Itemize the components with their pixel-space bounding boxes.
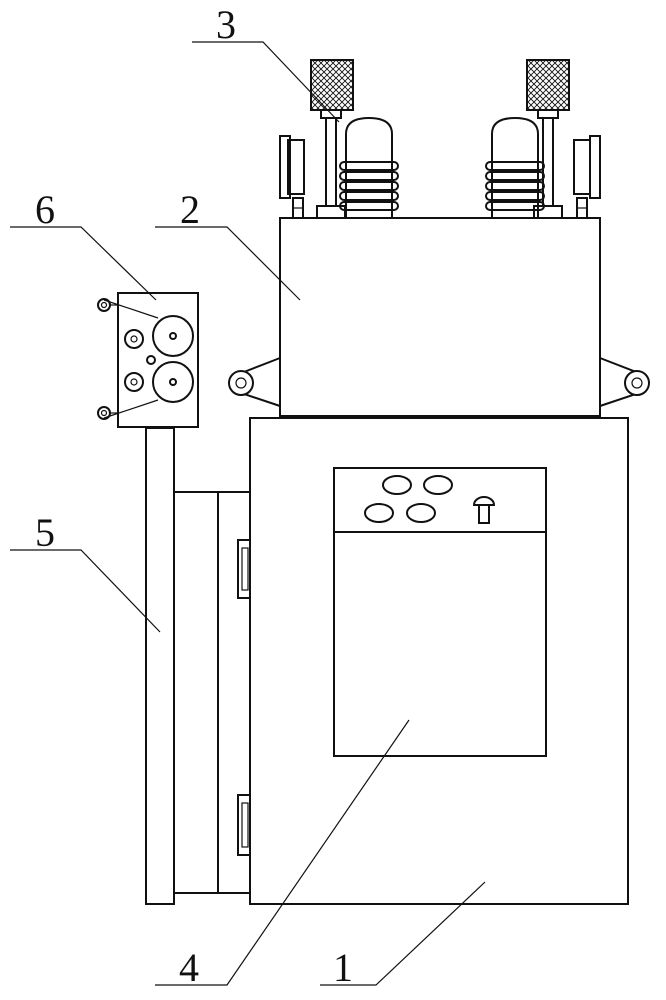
upper-hinge	[237, 539, 251, 599]
label-3: 3	[216, 2, 236, 47]
upper-housing	[228, 217, 650, 417]
right-spring-bushing	[485, 116, 545, 218]
roller-guide-box	[97, 292, 199, 428]
left-side-bracket	[279, 135, 305, 219]
front-panel-door	[333, 467, 547, 757]
label-2: 2	[180, 187, 200, 232]
lower-hinge	[237, 794, 251, 856]
left-spring-bushing	[339, 116, 399, 218]
lower-roller	[152, 361, 194, 403]
right-side-bracket	[573, 135, 601, 219]
leader-6	[10, 226, 157, 301]
indicator-lamp	[406, 503, 436, 523]
label-1: 1	[333, 945, 353, 990]
right-lifting-lug	[599, 357, 650, 407]
left-lifting-lug	[228, 357, 281, 407]
indicator-lamp	[364, 503, 394, 523]
left-hatched-knob	[310, 59, 354, 219]
leader-5	[10, 549, 161, 633]
key-switch	[472, 496, 496, 524]
leader-lines	[10, 41, 486, 986]
leader-4	[155, 719, 410, 986]
upper-roller	[152, 315, 194, 357]
small-roller	[124, 329, 144, 349]
indicator-lamp	[382, 475, 412, 495]
labels: 3 2 6 5 4 1	[35, 2, 353, 990]
top-terminal-assembly	[279, 59, 601, 219]
cabinet-body	[174, 417, 629, 905]
leader-2	[155, 226, 301, 301]
support-column	[145, 427, 175, 905]
label-4: 4	[179, 945, 199, 990]
leader-1	[320, 881, 486, 986]
label-6: 6	[35, 187, 55, 232]
small-roller	[124, 372, 144, 392]
right-hatched-knob	[526, 59, 570, 219]
center-pin	[146, 355, 156, 365]
indicator-lamp	[423, 475, 453, 495]
leader-3	[192, 41, 340, 123]
label-5: 5	[35, 510, 55, 555]
